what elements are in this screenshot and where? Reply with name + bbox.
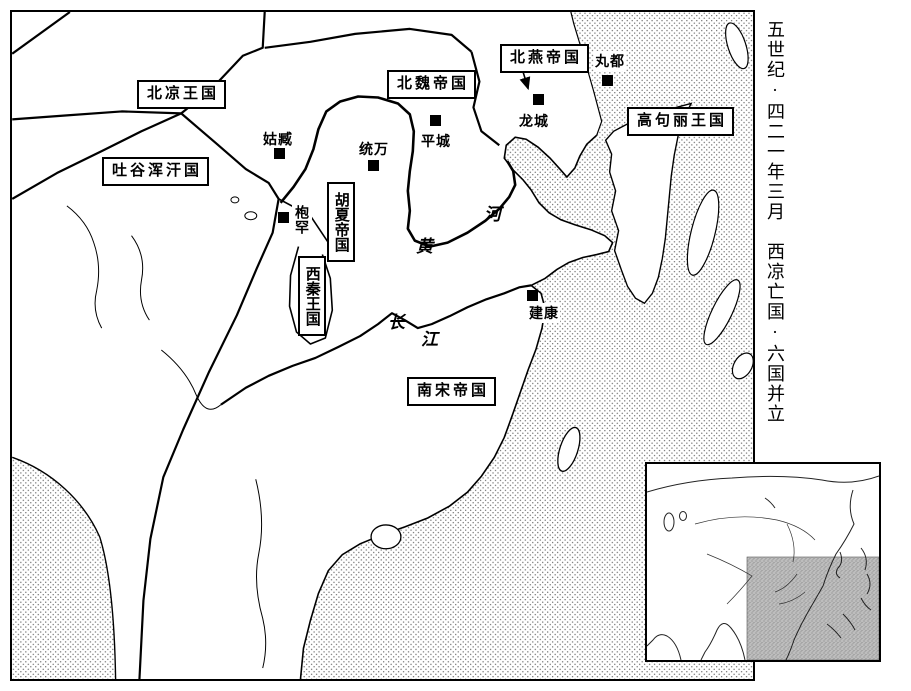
inset-artwork bbox=[647, 464, 879, 660]
kingdom-label-xiqin: 西秦王国 bbox=[298, 256, 326, 336]
river-label-changjiang-char1: 长 bbox=[388, 313, 405, 332]
taiwan-island bbox=[557, 426, 581, 472]
kingdom-label-beiliang: 北凉王国 bbox=[137, 80, 227, 109]
yangtze-river bbox=[220, 284, 532, 406]
korea-peninsula bbox=[604, 102, 693, 305]
map-title-caption: 五世纪·四二一年三月 西凉亡国·六国并立 bbox=[765, 20, 785, 424]
inset-highlight-region bbox=[746, 556, 879, 660]
inset-borders bbox=[694, 516, 816, 605]
kingdom-label-nansong: 南宋帝国 bbox=[407, 377, 497, 406]
city-label-longcheng: 龙城 bbox=[518, 111, 550, 131]
sea-stipple-southwest bbox=[12, 457, 116, 679]
map-artwork bbox=[12, 12, 753, 679]
city-marker-guzang bbox=[274, 148, 285, 159]
city-marker-wandu bbox=[602, 75, 613, 86]
inset-locator-map bbox=[645, 462, 881, 662]
hainan-island bbox=[370, 524, 402, 550]
city-marker-longcheng bbox=[533, 94, 544, 105]
coastline-china bbox=[299, 134, 614, 679]
city-label-jiankang: 建康 bbox=[528, 303, 560, 323]
city-marker-tongwan bbox=[368, 160, 379, 171]
minor-rivers bbox=[66, 205, 267, 669]
stipple-boundary-northeast bbox=[570, 12, 603, 136]
japan-islands bbox=[686, 22, 753, 380]
city-label-tongwan: 统万 bbox=[358, 139, 390, 159]
city-marker-pingcheng bbox=[430, 115, 441, 126]
city-label-wandu: 丸都 bbox=[594, 51, 626, 71]
river-label-changjiang-char2: 江 bbox=[421, 330, 438, 349]
city-marker-jiankang bbox=[527, 290, 538, 301]
coastline-southwest-sea bbox=[12, 456, 117, 679]
city-label-pingcheng: 平城 bbox=[420, 131, 452, 151]
kingdom-label-huxia: 胡夏帝国 bbox=[327, 182, 355, 262]
river-label-huanghe-char1: 黄 bbox=[416, 237, 433, 256]
city-label-guzang: 姑臧 bbox=[262, 129, 294, 149]
city-label-fuhan: 枹罕 bbox=[292, 204, 312, 236]
kingdom-label-beiwei: 北魏帝国 bbox=[387, 70, 477, 99]
yellow-river bbox=[279, 95, 517, 248]
main-map: 北凉王国 吐谷浑汗国 北魏帝国 北燕帝国 高句丽王国 胡夏帝国 西秦王国 南宋帝… bbox=[10, 10, 755, 681]
kingdom-label-gaogouli: 高句丽王国 bbox=[627, 107, 735, 136]
inset-coastlines bbox=[647, 475, 879, 660]
kingdom-label-beiyan: 北燕帝国 bbox=[500, 44, 590, 73]
lakes bbox=[230, 196, 258, 221]
river-label-huanghe-char2: 河 bbox=[484, 205, 501, 224]
city-marker-fuhan bbox=[278, 212, 289, 223]
kingdom-label-tuyuhun: 吐谷浑汗国 bbox=[102, 157, 210, 186]
